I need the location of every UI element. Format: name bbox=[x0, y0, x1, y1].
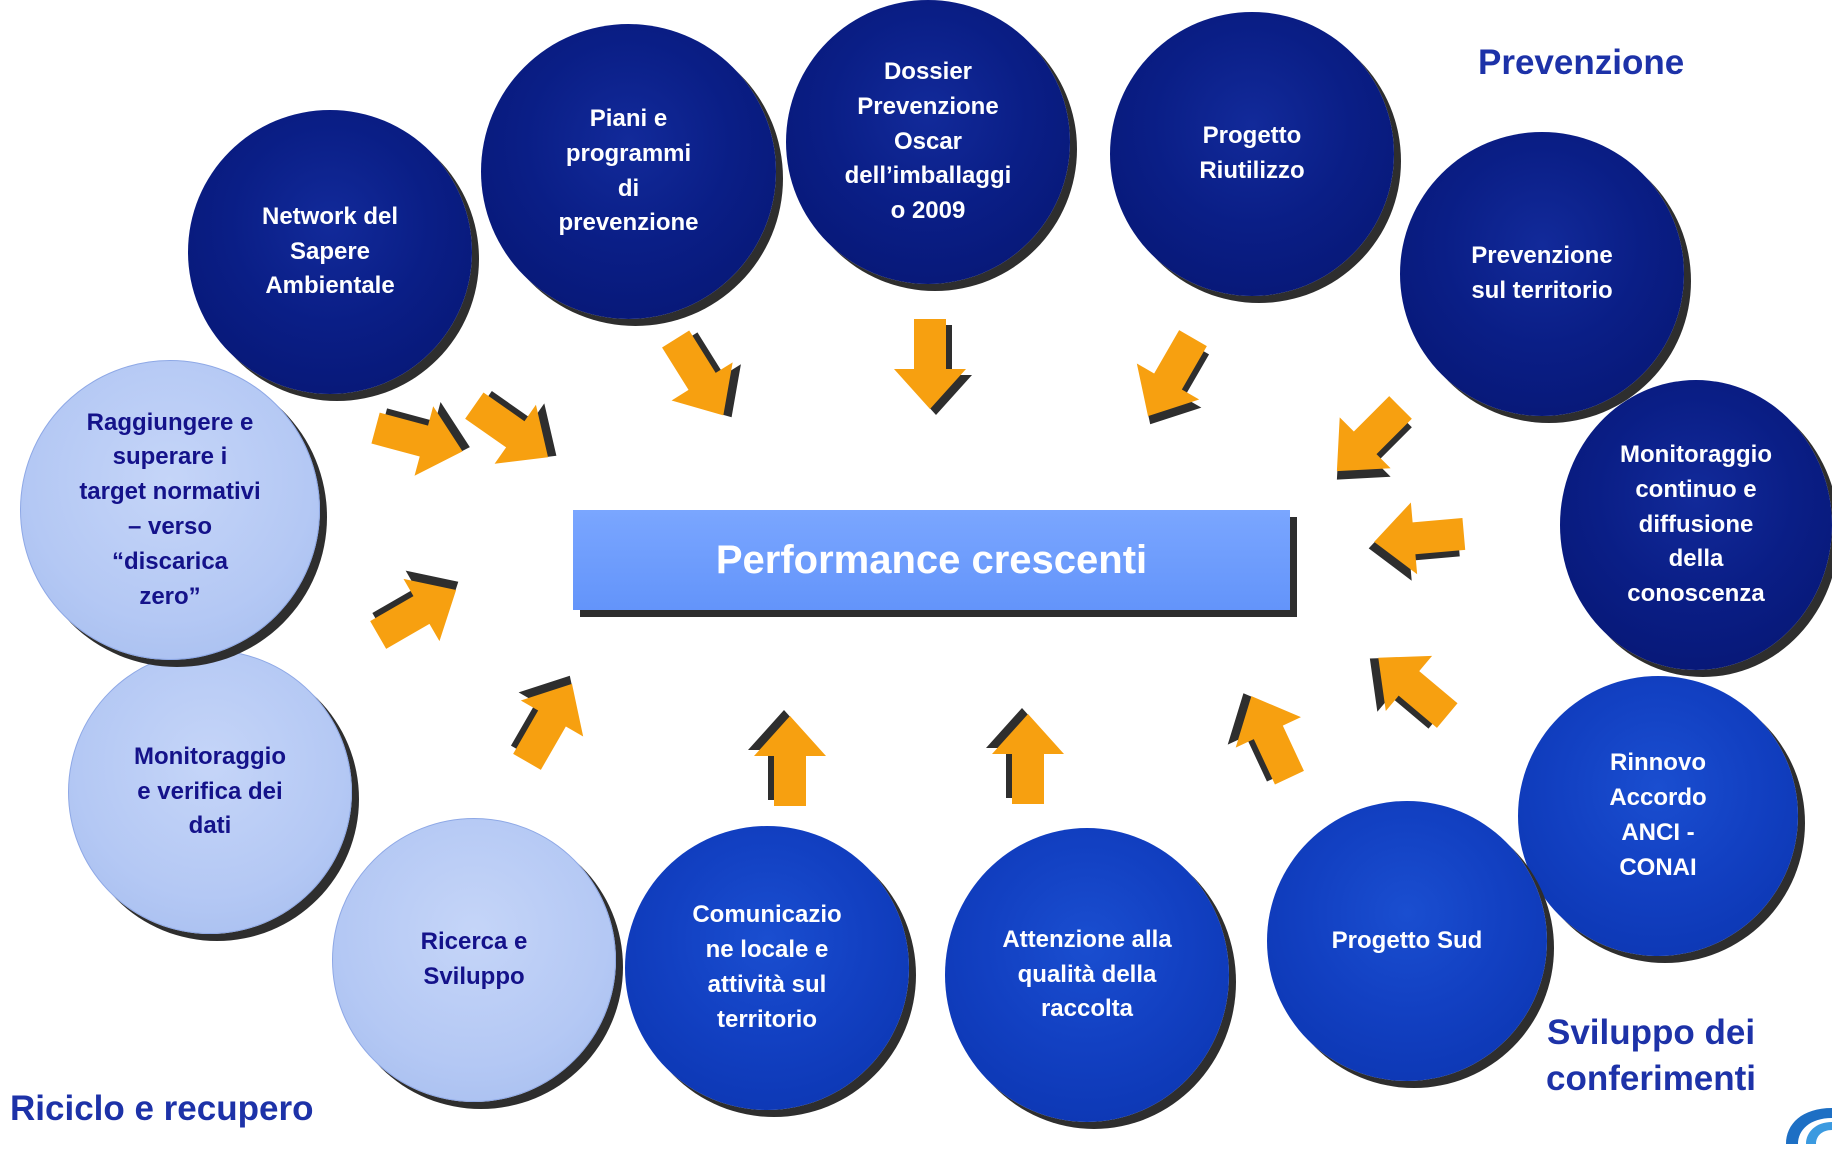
node-progetto-riutilizzo: Progetto Riutilizzo bbox=[1110, 12, 1394, 296]
label-sviluppo-conferimenti: Sviluppo dei conferimenti bbox=[1546, 1013, 1757, 1098]
label-prevenzione: Prevenzione bbox=[1478, 43, 1685, 82]
center-performance-box: Performance crescenti bbox=[573, 510, 1290, 610]
node-target-label: Raggiungere e superare i target normativ… bbox=[79, 408, 261, 610]
node-rinnovo-label: Rinnovo Accordo ANCI - CONAI bbox=[1609, 749, 1707, 881]
node-riutilizzo-label: Progetto Riutilizzo bbox=[1199, 122, 1305, 184]
center-performance-label: Performance crescenti bbox=[715, 537, 1148, 582]
node-network-sapere-ambientale: Network del Sapere Ambientale bbox=[188, 110, 472, 394]
node-network-label: Network del Sapere Ambientale bbox=[261, 202, 399, 300]
node-piani-label: Piani e programmi di prevenzione bbox=[558, 104, 699, 237]
node-prev-territorio-label: Prevenzione sul territorio bbox=[1471, 242, 1613, 304]
node-comunicazione-locale: Comunicazio ne locale e attività sul ter… bbox=[625, 826, 909, 1110]
node-monitoraggio-dati-label: Monitoraggio e verifica dei dati bbox=[134, 742, 286, 840]
node-dossier-prevenzione: Dossier Prevenzione Oscar dell’imballagg… bbox=[786, 0, 1070, 284]
node-piani-programmi-prevenzione: Piani e programmi di prevenzione bbox=[481, 24, 776, 319]
node-prevenzione-territorio: Prevenzione sul territorio bbox=[1400, 132, 1684, 416]
node-target-normativi: Raggiungere e superare i target normativ… bbox=[20, 360, 320, 660]
node-comunicazione-label: Comunicazio ne locale e attività sul ter… bbox=[692, 901, 842, 1033]
node-attenzione-label: Attenzione alla qualità della raccolta bbox=[1002, 925, 1172, 1023]
label-riciclo-recupero: Riciclo e recupero bbox=[10, 1089, 314, 1128]
node-monitoraggio-continuo-label: Monitoraggio continuo e diffusione della… bbox=[1620, 441, 1772, 608]
node-dossier-label: Dossier Prevenzione Oscar dell’imballagg… bbox=[844, 58, 1012, 225]
node-rinnovo-accordo: Rinnovo Accordo ANCI - CONAI bbox=[1518, 676, 1798, 956]
node-monitoraggio-verifica-dati: Monitoraggio e verifica dei dati bbox=[68, 650, 352, 934]
node-ricerca-label: Ricerca e Sviluppo bbox=[420, 928, 528, 990]
node-progetto-sud-label: Progetto Sud bbox=[1331, 926, 1483, 954]
node-monitoraggio-continuo: Monitoraggio continuo e diffusione della… bbox=[1560, 380, 1832, 670]
node-progetto-sud: Progetto Sud bbox=[1267, 801, 1547, 1081]
logo-fragment-icon bbox=[1772, 1104, 1832, 1149]
node-attenzione-qualita: Attenzione alla qualità della raccolta bbox=[945, 828, 1229, 1122]
node-ricerca-sviluppo: Ricerca e Sviluppo bbox=[332, 818, 616, 1102]
